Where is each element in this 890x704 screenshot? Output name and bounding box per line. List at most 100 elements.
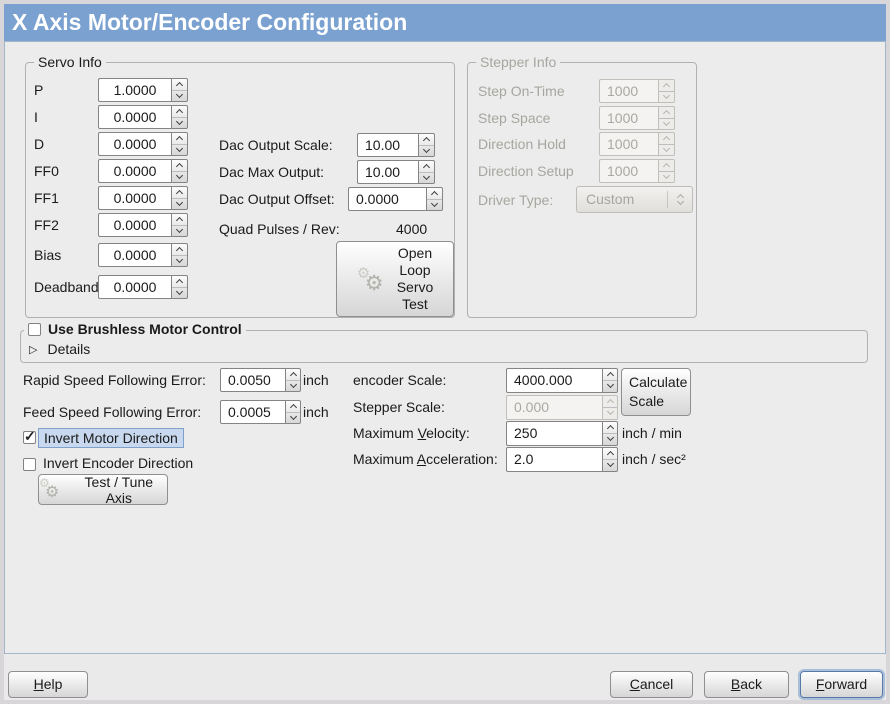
invert-motor-checkbox[interactable] — [23, 428, 36, 445]
feed-following-error-input[interactable]: 0.0005 — [220, 400, 285, 424]
open-loop-servo-test-button[interactable]: ⚙ ⚙ Open Loop Servo Test — [336, 241, 454, 317]
rapid-following-error-spinbox: 0.0050 — [220, 368, 301, 392]
invert-motor-label[interactable]: Invert Motor Direction — [38, 428, 184, 448]
maximum-velocity-input[interactable]: 250 — [506, 421, 602, 446]
deadband-spinbox: 0.0000 — [98, 275, 188, 299]
spin-up-button[interactable] — [172, 187, 187, 198]
bias-input[interactable]: 0.0000 — [98, 243, 171, 267]
d-spinbox: 0.0000 — [98, 132, 188, 156]
invert-encoder-checkbox[interactable] — [23, 458, 36, 471]
back-button[interactable]: Back — [704, 671, 789, 698]
help-button[interactable]: Help — [8, 671, 88, 698]
driver-type-value: Custom — [586, 191, 635, 207]
spin-up-button[interactable] — [172, 133, 187, 144]
spin-up-button[interactable] — [172, 276, 187, 287]
spin-up-button[interactable] — [286, 369, 300, 380]
dialog-title: X Axis Motor/Encoder Configuration — [4, 4, 886, 41]
stepper-scale-spinbox: 0.000 — [506, 395, 618, 420]
spin-down-button[interactable] — [286, 379, 300, 392]
gears-icon: ⚙ ⚙ — [356, 265, 384, 295]
test-tune-axis-label: Test / Tune Axis — [84, 473, 154, 506]
cancel-button[interactable]: Cancel — [610, 671, 693, 698]
use-brushless-label: Use Brushless Motor Control — [48, 321, 242, 337]
open-loop-button-label: Open Loop Servo Test — [396, 245, 434, 312]
spin-up-button[interactable] — [172, 244, 187, 255]
spin-up-button[interactable] — [172, 79, 187, 90]
step-space-input: 1000 — [599, 106, 658, 130]
spin-down-button[interactable] — [172, 89, 187, 102]
spin-up-button[interactable] — [172, 160, 187, 171]
dac-max-output-input[interactable]: 10.00 — [357, 160, 418, 184]
maximum-acceleration-label: Maximum Acceleration: — [353, 451, 498, 467]
deadband-input[interactable]: 0.0000 — [98, 275, 171, 299]
spin-down-button[interactable] — [172, 286, 187, 299]
ff2-input[interactable]: 0.0000 — [98, 213, 171, 237]
spin-down-button[interactable] — [172, 170, 187, 183]
spin-up-button[interactable] — [603, 422, 617, 433]
invert-encoder-label[interactable]: Invert Encoder Direction — [43, 455, 194, 471]
spin-up-button[interactable] — [603, 369, 617, 380]
stepper-info-legend: Stepper Info — [476, 54, 561, 70]
ff0-input[interactable]: 0.0000 — [98, 159, 171, 183]
spin-up-button — [603, 396, 617, 407]
spin-down-button[interactable] — [172, 116, 187, 129]
spin-down-button[interactable] — [172, 197, 187, 210]
stepper-info-frame: Stepper Info Step On-Time Step Space Dir… — [467, 54, 697, 318]
maximum-acceleration-input[interactable]: 2.0 — [506, 447, 602, 472]
spin-up-button[interactable] — [172, 106, 187, 117]
servo-info-frame: Servo Info P I D FF0 FF1 FF2 Bias Deadba… — [25, 54, 455, 318]
spin-down-button[interactable] — [419, 144, 434, 157]
encoder-scale-label: encoder Scale: — [353, 372, 447, 388]
spin-down-button[interactable] — [603, 459, 617, 471]
dac-output-offset-input[interactable]: 0.0000 — [348, 187, 426, 211]
spin-down-button[interactable] — [172, 224, 187, 237]
spin-up-button[interactable] — [419, 161, 434, 172]
dac-output-scale-spinbox: 10.00 — [357, 133, 435, 157]
quad-pulses-label: Quad Pulses / Rev: — [219, 221, 340, 237]
deadband-label: Deadband — [34, 279, 99, 295]
use-brushless-checkbox[interactable] — [28, 322, 41, 336]
expander-triangle-icon: ▷ — [29, 343, 38, 356]
spin-down-button[interactable] — [603, 380, 617, 392]
spin-up-button — [659, 160, 674, 171]
test-tune-axis-button[interactable]: ⚙ ⚙ Test / Tune Axis — [38, 473, 168, 506]
spin-up-button[interactable] — [603, 448, 617, 459]
encoder-scale-spinbox: 4000.000 — [506, 368, 618, 393]
spin-up-button[interactable] — [419, 134, 434, 145]
encoder-scale-input[interactable]: 4000.000 — [506, 368, 602, 393]
spin-down-button[interactable] — [286, 411, 300, 424]
spin-down-button[interactable] — [427, 198, 442, 211]
calculate-scale-button[interactable]: Calculate Scale — [621, 368, 691, 416]
forward-button[interactable]: Forward — [800, 671, 883, 698]
ff1-input[interactable]: 0.0000 — [98, 186, 171, 210]
dac-output-offset-spinbox: 0.0000 — [348, 187, 443, 211]
p-input[interactable]: 1.0000 — [98, 78, 171, 102]
spin-down-button[interactable] — [419, 171, 434, 184]
details-expander[interactable]: ▷ Details — [29, 341, 90, 357]
i-input[interactable]: 0.0000 — [98, 105, 171, 129]
driver-type-label: Driver Type: — [478, 192, 554, 208]
dac-output-scale-input[interactable]: 10.00 — [357, 133, 418, 157]
spin-down-button — [659, 90, 674, 103]
spin-down-button[interactable] — [603, 433, 617, 445]
step-on-time-label: Step On-Time — [478, 83, 565, 99]
maximum-velocity-unit: inch / min — [622, 425, 682, 441]
maximum-acceleration-unit: inch / sec² — [622, 451, 686, 467]
spin-up-button[interactable] — [427, 188, 442, 199]
spin-down-button[interactable] — [172, 143, 187, 156]
feed-following-error-label: Feed Speed Following Error: — [23, 404, 202, 420]
i-spinbox: 0.0000 — [98, 105, 188, 129]
dac-max-output-spinbox: 10.00 — [357, 160, 435, 184]
step-on-time-input: 1000 — [599, 79, 658, 103]
direction-hold-label: Direction Hold — [478, 136, 566, 152]
quad-pulses-value: 4000 — [396, 221, 428, 237]
spin-down-button[interactable] — [172, 254, 187, 267]
ff0-spinbox: 0.0000 — [98, 159, 188, 183]
feed-following-error-unit: inch — [303, 404, 329, 420]
rapid-following-error-input[interactable]: 0.0050 — [220, 368, 285, 392]
direction-setup-label: Direction Setup — [478, 163, 574, 179]
spin-up-button[interactable] — [172, 214, 187, 225]
spin-up-button[interactable] — [286, 401, 300, 412]
spin-up-button — [659, 133, 674, 144]
d-input[interactable]: 0.0000 — [98, 132, 171, 156]
